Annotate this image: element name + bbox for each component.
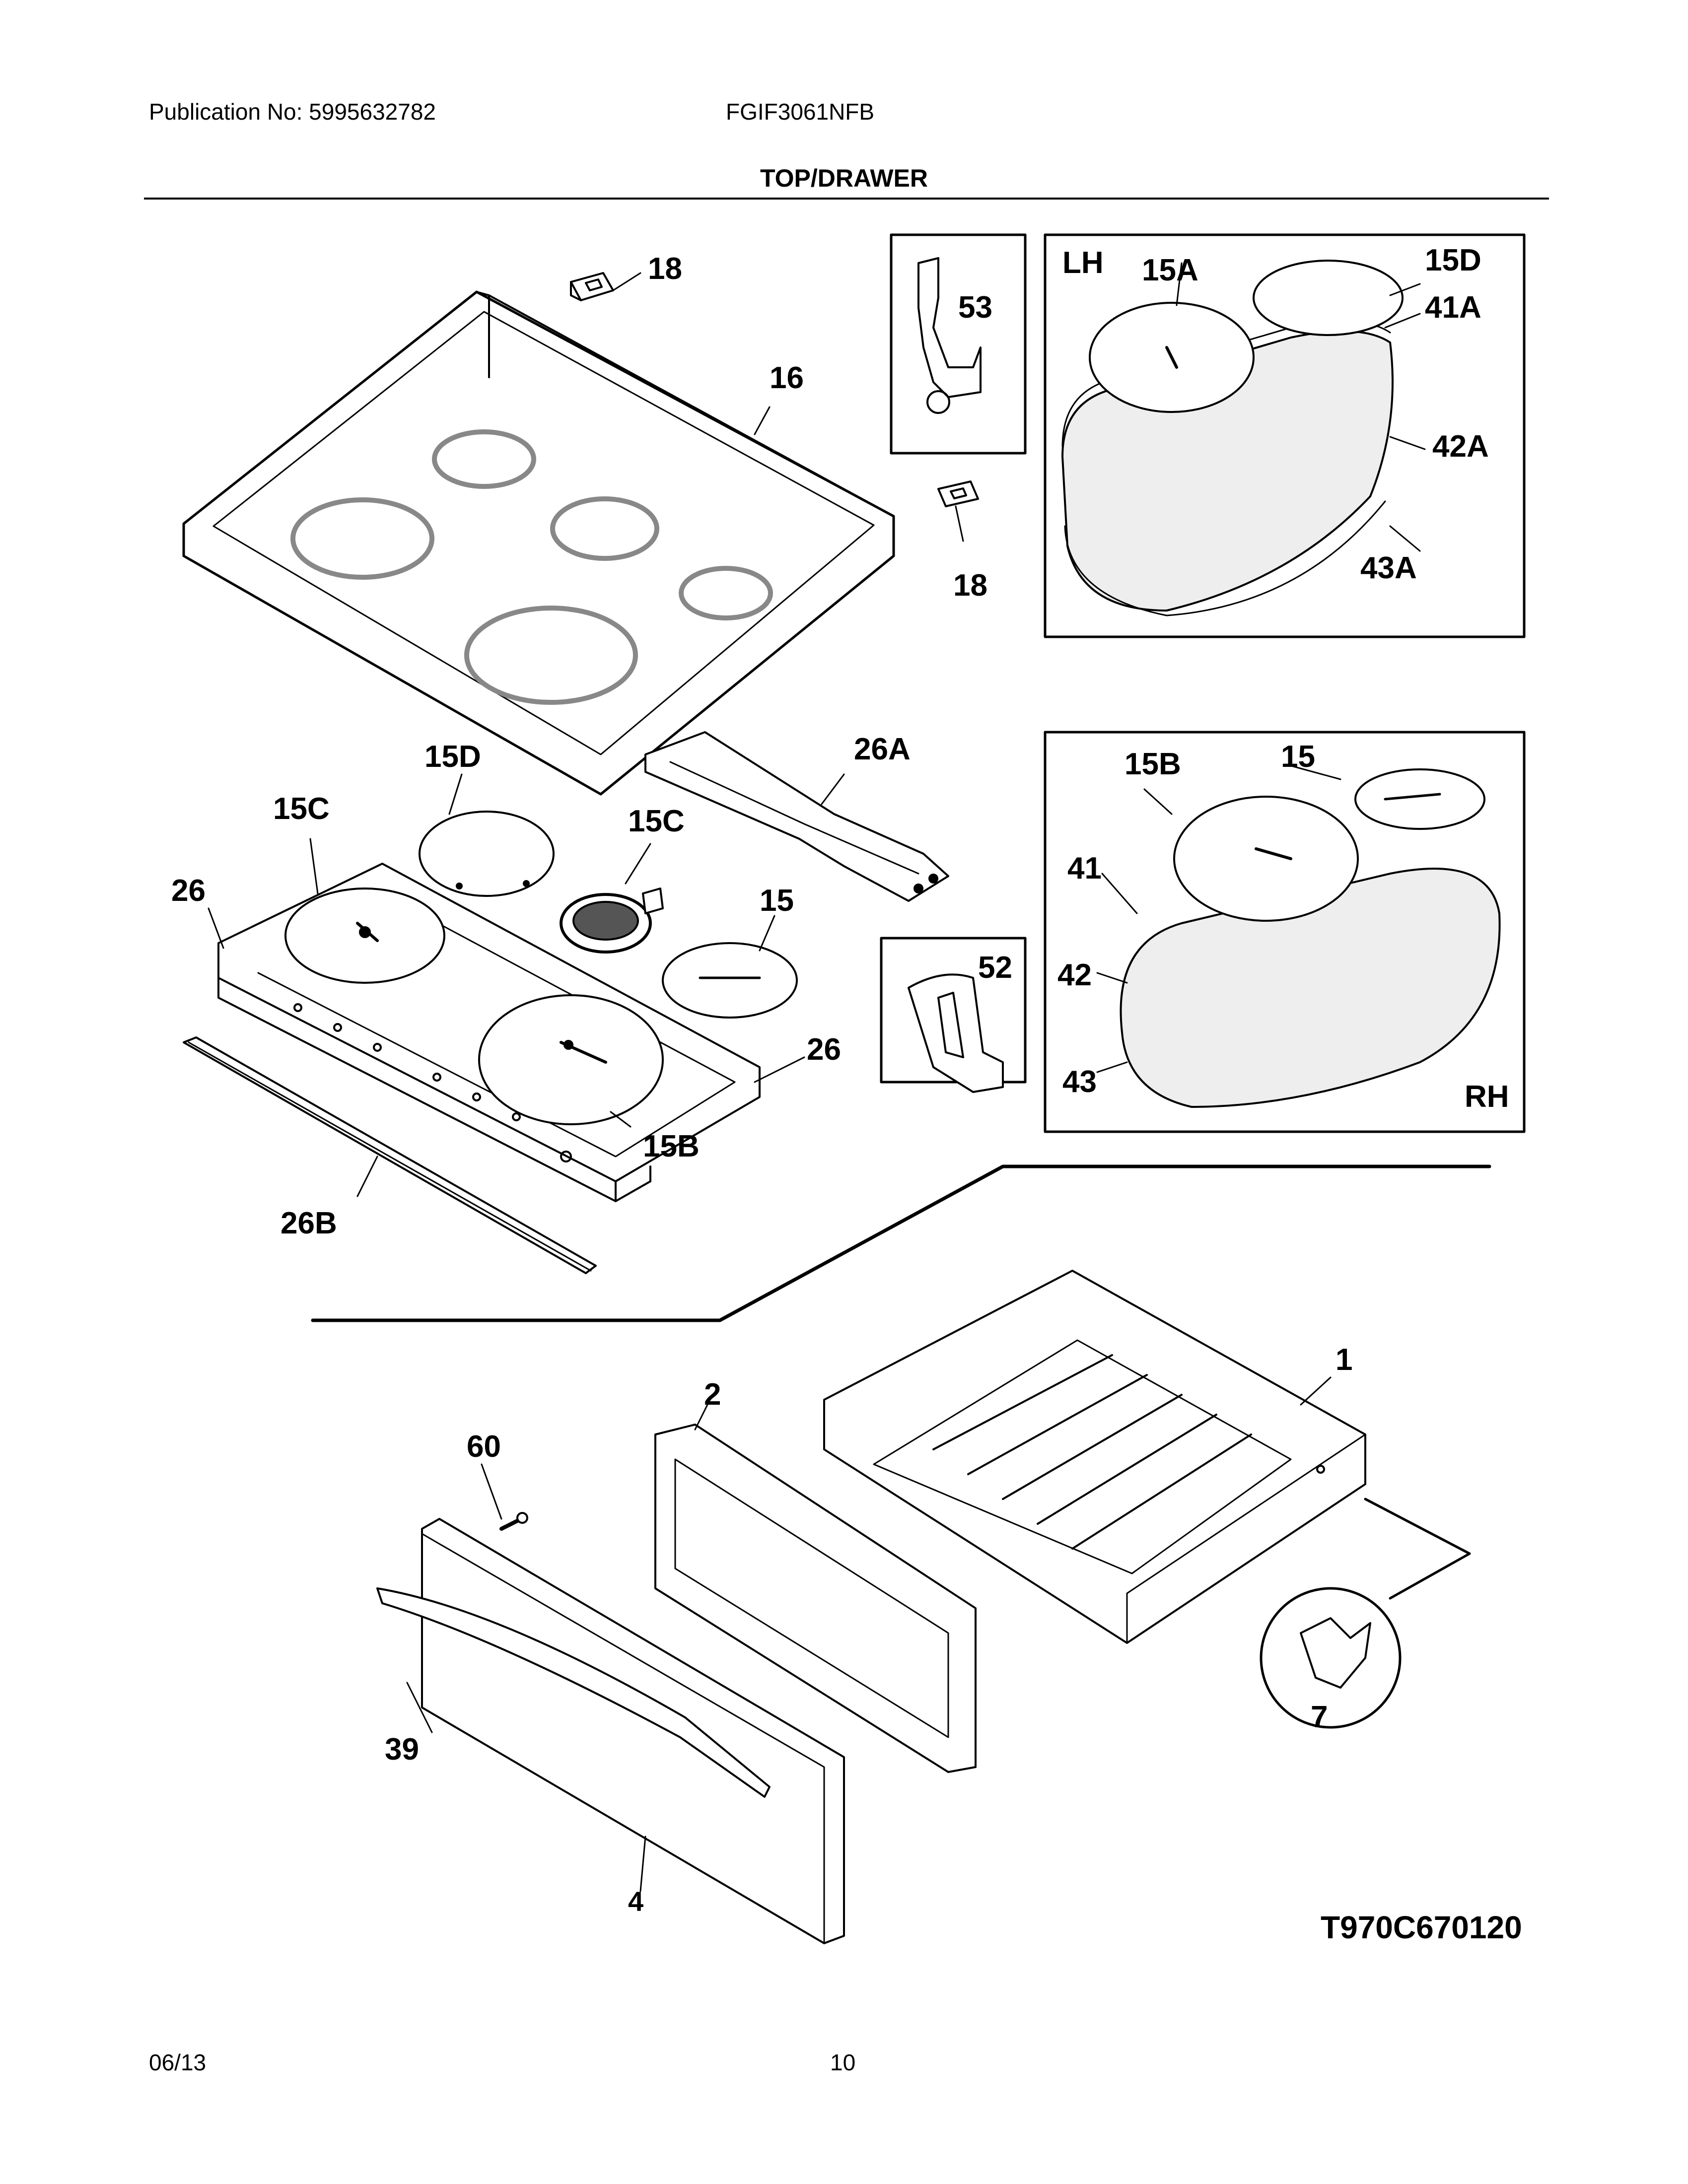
bracket-26A-part	[644, 731, 949, 902]
callout-39: 39	[385, 1732, 419, 1767]
handle-39-part	[376, 1587, 771, 1798]
callout-4: 4	[628, 1886, 643, 1917]
inset-box-lh	[1044, 233, 1526, 638]
callout-43: 43	[1062, 1065, 1097, 1099]
element-15D-part	[419, 811, 555, 897]
callout-43A: 43A	[1360, 551, 1417, 585]
leader-lines	[208, 262, 1426, 1892]
element-15C-radiant-part	[560, 887, 664, 954]
rh-element-15B	[1173, 796, 1359, 922]
callout-26-right: 26	[807, 1032, 841, 1067]
callout-15B-rh: 15B	[1125, 747, 1181, 781]
callout-26-left: 26	[171, 874, 206, 908]
callout-15C-mid: 15C	[628, 804, 685, 838]
callout-18-top: 18	[648, 252, 682, 286]
callout-15-rh: 15	[1281, 740, 1315, 774]
cooktop-glass-part	[182, 290, 895, 796]
callout-52: 52	[978, 951, 1012, 985]
element-15C-left-part	[284, 887, 445, 984]
callout-42: 42	[1057, 958, 1092, 992]
callout-53: 53	[958, 290, 992, 325]
callout-2: 2	[704, 1377, 721, 1412]
footer-page-number: 10	[830, 2049, 856, 2075]
header-rule	[144, 198, 1549, 200]
drawer-panel-2-part	[654, 1424, 977, 1773]
callout-42A: 42A	[1432, 429, 1489, 464]
callout-1: 1	[1336, 1343, 1352, 1377]
section-divider-line	[311, 1164, 1491, 1322]
detail-circle-7	[1260, 1498, 1471, 1729]
callout-16: 16	[770, 361, 804, 395]
callout-26B: 26B	[281, 1206, 337, 1240]
burner-ring-back-left	[432, 429, 536, 489]
lh-element-15D	[1253, 260, 1404, 336]
element-15B-part	[478, 994, 664, 1125]
bracket-18-right	[937, 480, 979, 542]
callout-15C-left: 15C	[273, 792, 330, 826]
element-15-part	[662, 942, 798, 1019]
callout-26A: 26A	[854, 732, 911, 766]
inset-box-52	[880, 937, 1027, 1093]
burner-ring-center	[550, 496, 659, 561]
callout-15B: 15B	[643, 1129, 700, 1163]
callout-15A-lh: 15A	[1142, 253, 1198, 287]
section-title: TOP/DRAWER	[760, 164, 928, 192]
publication-number: Publication No: 5995632782	[149, 99, 436, 125]
drawer-1-part	[823, 1270, 1366, 1644]
callout-18-right: 18	[953, 568, 987, 603]
model-number: FGIF3061NFB	[726, 99, 875, 125]
callout-7: 7	[1311, 1700, 1328, 1734]
callout-15: 15	[760, 884, 794, 918]
rh-element-15	[1354, 768, 1485, 830]
inset-lh-label: LH	[1062, 246, 1104, 280]
footer-date: 06/13	[149, 2049, 207, 2075]
callout-labels: 18 16 53 18 LH 15A 15D 41A 42A 43A 15D 2…	[171, 243, 1522, 1945]
drawer-front-4-part	[421, 1518, 845, 1944]
callout-60: 60	[467, 1430, 501, 1464]
diagram-code: T970C670120	[1321, 1910, 1522, 1945]
callout-41A: 41A	[1425, 290, 1481, 325]
callout-15D: 15D	[424, 740, 481, 774]
burner-ring-front-left	[290, 497, 434, 580]
bracket-18-top	[570, 272, 641, 301]
trim-26B-part	[183, 1036, 597, 1274]
inset-rh-label: RH	[1465, 1080, 1509, 1114]
screw-60-part	[499, 1512, 528, 1531]
callout-41: 41	[1067, 851, 1102, 886]
inset-box-53	[890, 233, 1027, 455]
callout-15D-lh: 15D	[1425, 243, 1481, 277]
inset-box-rh	[1044, 731, 1526, 1133]
burner-ring-back-right	[679, 566, 773, 620]
burner-ring-front-right	[464, 606, 638, 705]
